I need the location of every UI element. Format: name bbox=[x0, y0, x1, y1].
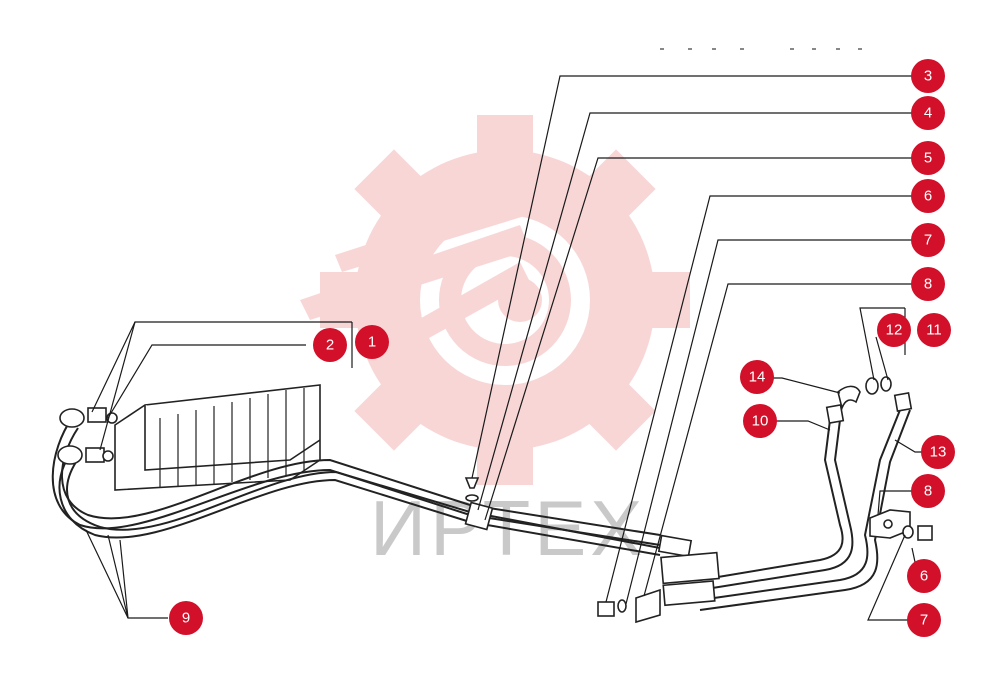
callout-1[interactable]: 1 bbox=[355, 325, 389, 359]
callout-6-top[interactable]: 6 bbox=[911, 179, 945, 213]
svg-text:4: 4 bbox=[924, 105, 932, 122]
right-bracket bbox=[869, 509, 933, 541]
svg-text:6: 6 bbox=[920, 568, 928, 585]
stray-marks bbox=[660, 48, 862, 50]
svg-text:8: 8 bbox=[924, 483, 932, 500]
callout-8-top[interactable]: 8 bbox=[911, 267, 945, 301]
svg-text:10: 10 bbox=[752, 413, 769, 430]
callout-11[interactable]: 11 bbox=[917, 313, 951, 347]
callout-4[interactable]: 4 bbox=[911, 96, 945, 130]
svg-text:14: 14 bbox=[749, 369, 766, 386]
callout-8-bottom[interactable]: 8 bbox=[911, 474, 945, 508]
svg-text:12: 12 bbox=[886, 322, 903, 339]
svg-text:9: 9 bbox=[182, 610, 190, 627]
svg-text:11: 11 bbox=[926, 322, 942, 339]
watermark-gear-icon bbox=[300, 115, 690, 485]
svg-text:2: 2 bbox=[326, 337, 334, 354]
svg-text:1: 1 bbox=[368, 334, 376, 351]
hose-assembly bbox=[51, 417, 693, 558]
callout-14[interactable]: 14 bbox=[740, 360, 774, 394]
lower-bracket bbox=[597, 588, 661, 624]
callout-3[interactable]: 3 bbox=[911, 59, 945, 93]
callout-7-top[interactable]: 7 bbox=[911, 223, 945, 257]
svg-text:6: 6 bbox=[924, 188, 932, 205]
callout-2[interactable]: 2 bbox=[313, 328, 347, 362]
svg-text:7: 7 bbox=[920, 612, 928, 629]
callout-9[interactable]: 9 bbox=[169, 601, 203, 635]
clamp-screw bbox=[464, 477, 480, 502]
svg-text:5: 5 bbox=[924, 150, 932, 167]
pipe-lines bbox=[660, 409, 911, 611]
svg-text:8: 8 bbox=[924, 276, 932, 293]
leader-lines bbox=[85, 75, 926, 621]
svg-text:7: 7 bbox=[924, 232, 932, 249]
cooler-fittings bbox=[57, 407, 118, 465]
svg-text:13: 13 bbox=[930, 444, 947, 461]
callout-5[interactable]: 5 bbox=[911, 141, 945, 175]
pipe-end-fittings bbox=[825, 376, 913, 425]
svg-text:3: 3 bbox=[924, 68, 932, 85]
callout-7-bottom[interactable]: 7 bbox=[907, 603, 941, 637]
callout-12[interactable]: 12 bbox=[877, 313, 911, 347]
callout-10[interactable]: 10 bbox=[743, 404, 777, 438]
callout-6-bottom[interactable]: 6 bbox=[907, 559, 941, 593]
callout-13[interactable]: 13 bbox=[921, 435, 955, 469]
